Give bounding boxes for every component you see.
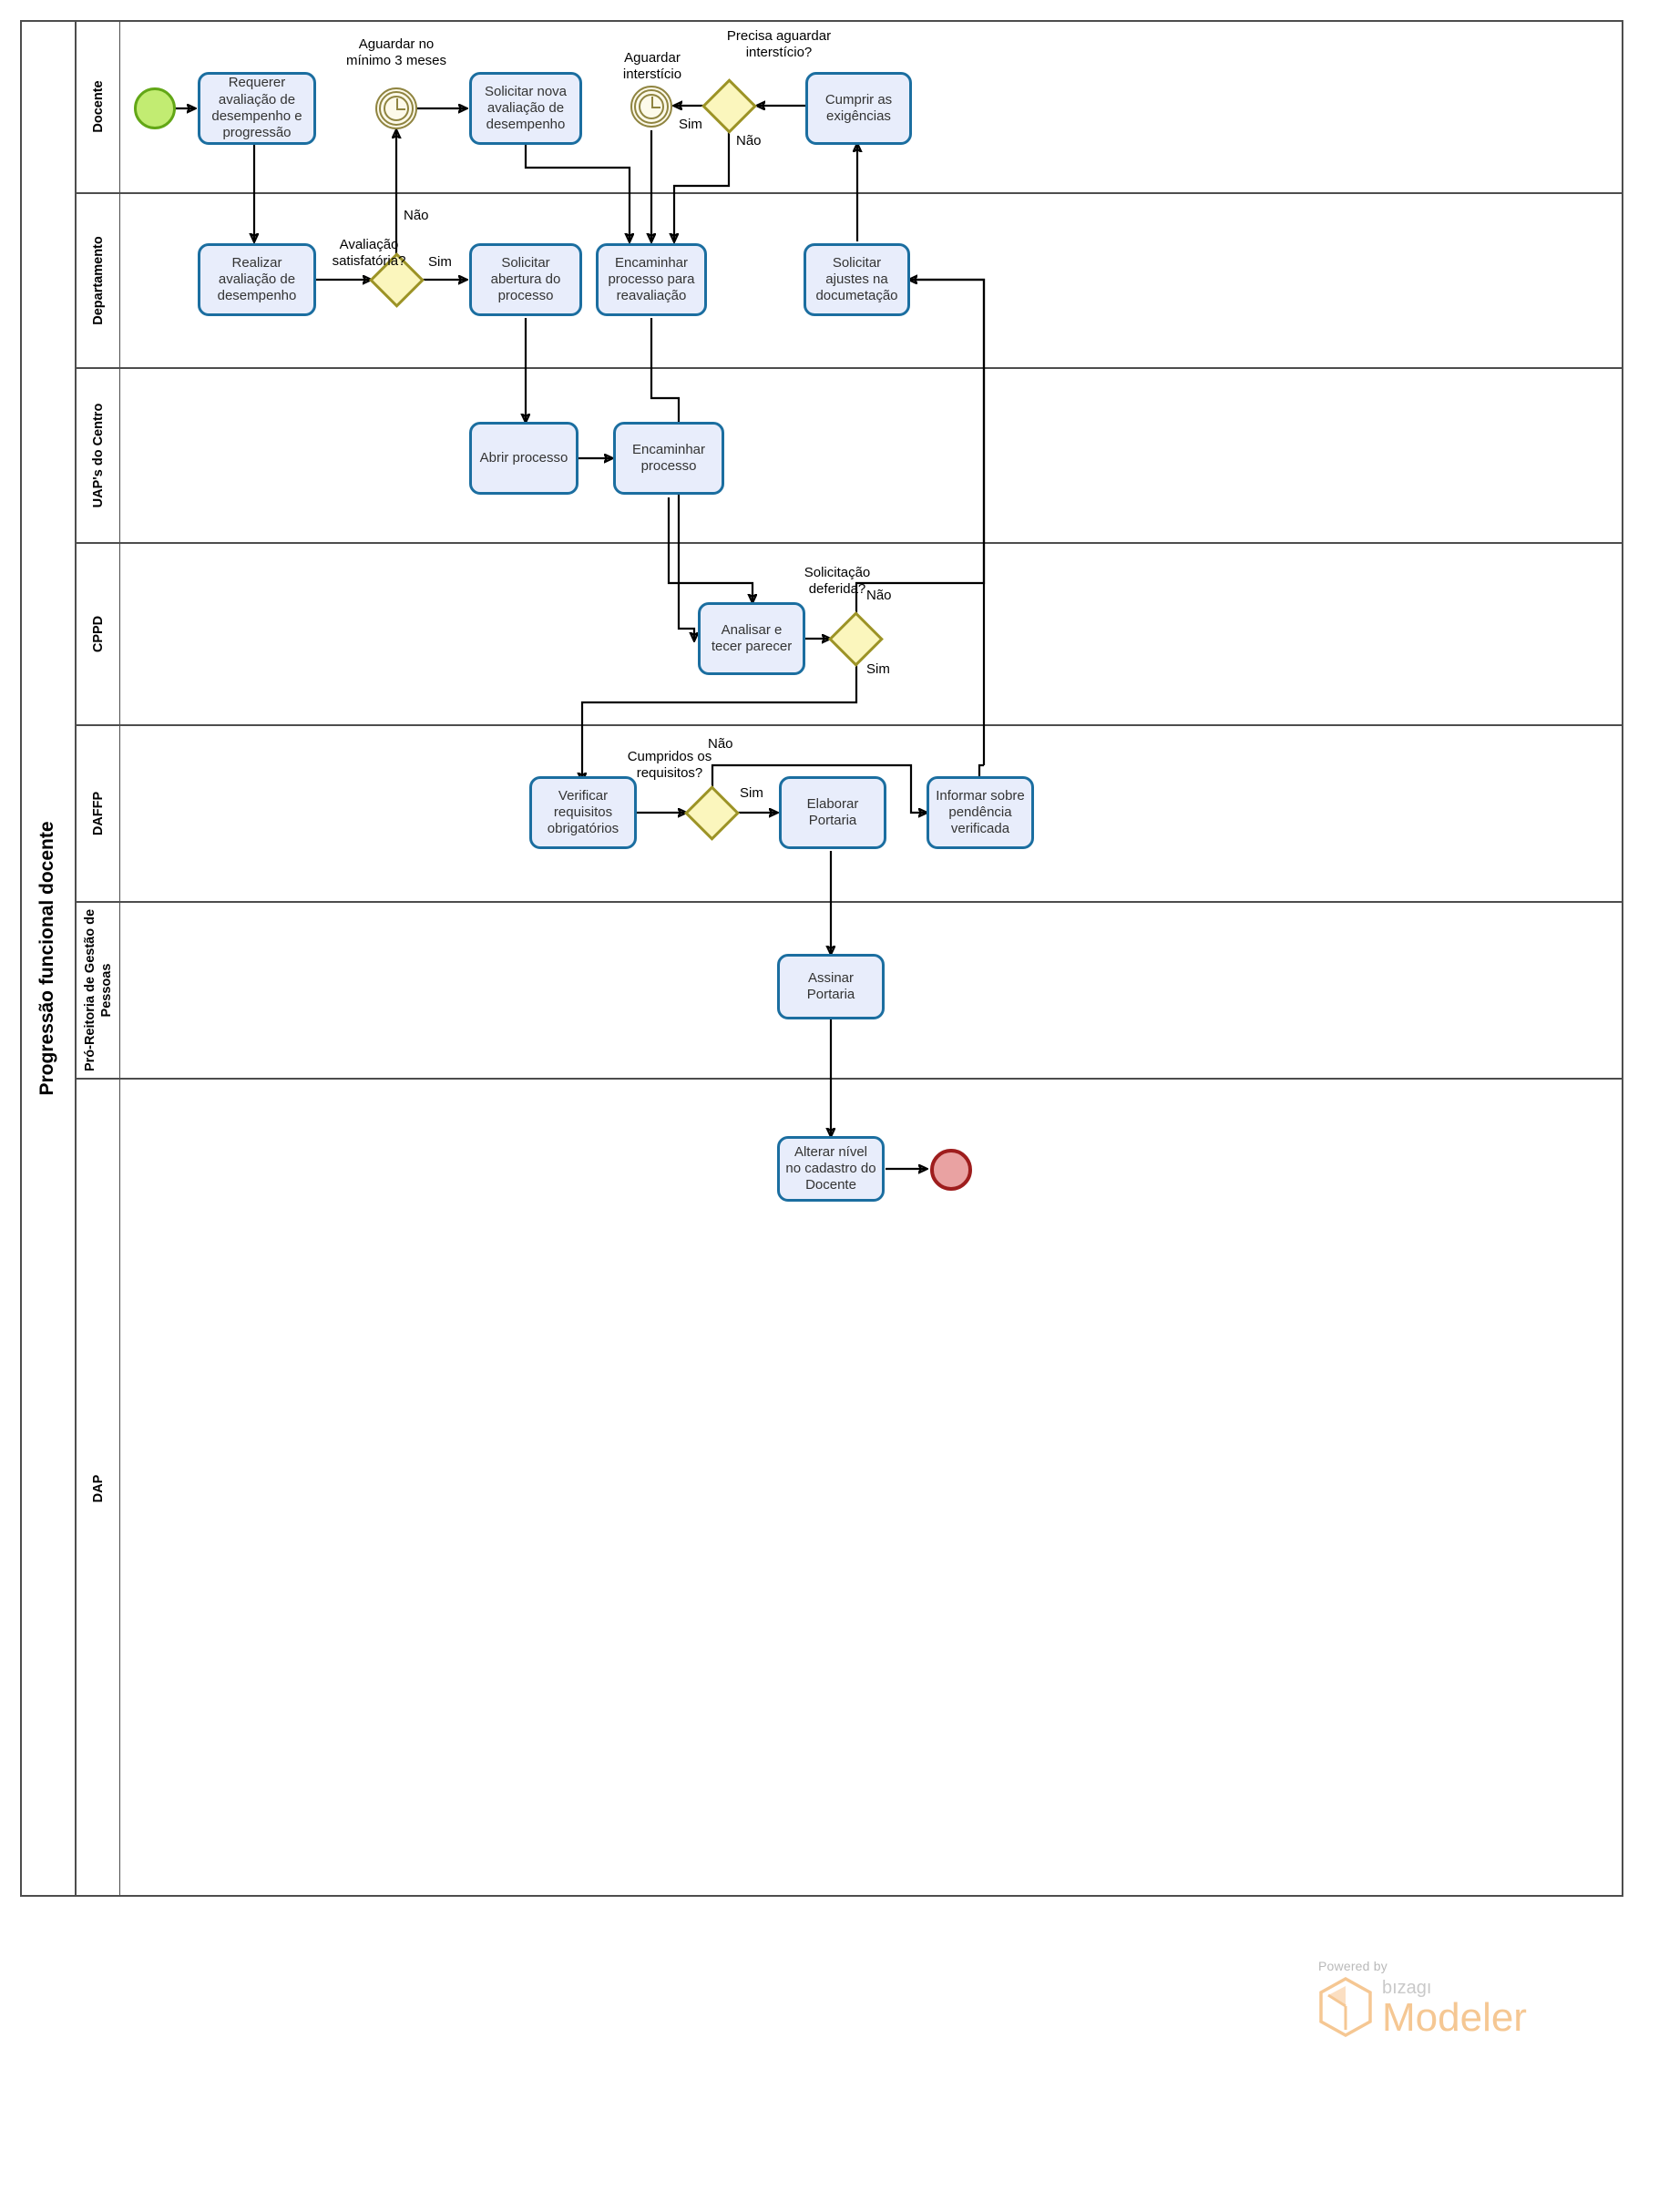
lane-label-departamento: Departamento bbox=[90, 236, 106, 325]
lane-dap: DAP bbox=[77, 1080, 1623, 1897]
gateway-label-cumpridos-os-requisitos: Cumpridos os requisitos? bbox=[627, 749, 712, 781]
task-abrir-processo[interactable]: Abrir processo bbox=[469, 422, 579, 495]
pool-title: Progressão funcional docente bbox=[36, 821, 57, 1096]
task-verificar-requisitos-obrigatorios[interactable]: Verificar requisitos obrigatórios bbox=[529, 776, 637, 849]
flow-label-g2-sim: Sim bbox=[428, 254, 452, 270]
timer-intermediate-event-3-meses[interactable] bbox=[375, 87, 417, 129]
flow-label-g4-nao: Não bbox=[708, 736, 733, 752]
modeler-wordmark: Modeler bbox=[1382, 1995, 1527, 2041]
lane-header-uaps-do-centro: UAP's do Centro bbox=[77, 369, 120, 542]
lane-docente: Docente bbox=[77, 20, 1623, 194]
task-encaminhar-processo-para-reavaliacao[interactable]: Encaminhar processo para reavaliação bbox=[596, 243, 707, 316]
task-elaborar-portaria[interactable]: Elaborar Portaria bbox=[779, 776, 886, 849]
start-event[interactable] bbox=[134, 87, 176, 129]
flow-label-g4-sim: Sim bbox=[740, 785, 763, 801]
lane-label-docente: Docente bbox=[90, 79, 106, 133]
bizagi-hex-icon bbox=[1318, 1976, 1373, 2038]
lane-label-uaps-do-centro: UAP's do Centro bbox=[90, 403, 106, 508]
gateway-precisa-aguardar-intersticio[interactable] bbox=[701, 78, 757, 134]
task-informar-sobre-pendencia-verificada[interactable]: Informar sobre pendência verificada bbox=[927, 776, 1034, 849]
lane-label-daffp: DAFFP bbox=[90, 791, 106, 836]
timer-event-label-aguardar-3-meses: Aguardar no mínimo 3 meses bbox=[345, 36, 447, 68]
task-assinar-portaria[interactable]: Assinar Portaria bbox=[777, 954, 885, 1019]
gateway-label-precisa-aguardar-intersticio: Precisa aguardar interstício? bbox=[726, 28, 832, 60]
lane-daffp: DAFFP bbox=[77, 726, 1623, 903]
task-encaminhar-processo[interactable]: Encaminhar processo bbox=[613, 422, 724, 495]
bizagi-modeler-watermark: Powered by bızagı Modeler bbox=[1318, 1959, 1527, 2041]
lane-header-departamento: Departamento bbox=[77, 194, 120, 367]
lane-header-cppd: CPPD bbox=[77, 544, 120, 724]
lane-departamento: Departamento bbox=[77, 194, 1623, 369]
task-analisar-e-tecer-parecer[interactable]: Analisar e tecer parecer bbox=[698, 602, 805, 675]
task-alterar-nivel-no-cadastro-do-docente[interactable]: Alterar nível no cadastro do Docente bbox=[777, 1136, 885, 1202]
flow-label-g3-sim: Sim bbox=[866, 661, 890, 677]
lane-header-docente: Docente bbox=[77, 20, 120, 192]
timer-intermediate-event-intersticio[interactable] bbox=[630, 86, 672, 128]
pool-progressao-funcional-docente bbox=[20, 20, 1623, 1897]
end-event[interactable] bbox=[930, 1149, 972, 1191]
gateway-label-solicitacao-deferida: Solicitação deferida? bbox=[804, 565, 871, 597]
gateway-cumpridos-os-requisitos[interactable] bbox=[684, 785, 740, 841]
timer-event-label-aguardar-intersticio: Aguardar interstício bbox=[622, 50, 682, 82]
lane-pro-reitoria-gestao-pessoas: Pró-Reitoria de Gestão de Pessoas bbox=[77, 903, 1623, 1080]
task-solicitar-ajustes-na-documentacao[interactable]: Solicitar ajustes na documetação bbox=[804, 243, 910, 316]
task-solicitar-abertura-do-processo[interactable]: Solicitar abertura do processo bbox=[469, 243, 582, 316]
pool-title-cell: Progressão funcional docente bbox=[20, 20, 77, 1897]
lane-header-pro-reitoria-gestao-pessoas: Pró-Reitoria de Gestão de Pessoas bbox=[77, 903, 120, 1078]
lane-label-pro-reitoria-gestao-pessoas: Pró-Reitoria de Gestão de Pessoas bbox=[82, 908, 114, 1072]
task-solicitar-nova-avaliacao-desempenho[interactable]: Solicitar nova avaliação de desempenho bbox=[469, 72, 582, 145]
gateway-label-avaliacao-satisfatoria: Avaliação satisfatória? bbox=[332, 237, 406, 269]
gateway-solicitacao-deferida[interactable] bbox=[828, 611, 884, 667]
lane-header-dap: DAP bbox=[77, 1080, 120, 1897]
bizagi-wordmark: bızagı bbox=[1382, 1978, 1432, 1999]
task-realizar-avaliacao-desempenho[interactable]: Realizar avaliação de desempenho bbox=[198, 243, 316, 316]
flow-label-g1-sim: Sim bbox=[679, 117, 702, 132]
flow-label-g1-nao: Não bbox=[736, 133, 762, 148]
task-cumprir-as-exigencias[interactable]: Cumprir as exigências bbox=[805, 72, 912, 145]
task-requerer-avaliacao-desempenho-progressao[interactable]: Requerer avaliação de desempenho e progr… bbox=[198, 72, 316, 145]
lane-uaps-do-centro: UAP's do Centro bbox=[77, 369, 1623, 544]
lane-label-cppd: CPPD bbox=[90, 615, 106, 653]
flow-label-g2-nao: Não bbox=[404, 208, 429, 223]
flow-label-g3-nao: Não bbox=[866, 588, 892, 603]
powered-by-label: Powered by bbox=[1318, 1959, 1387, 1973]
lane-label-dap: DAP bbox=[90, 1474, 106, 1502]
lane-header-daffp: DAFFP bbox=[77, 726, 120, 901]
